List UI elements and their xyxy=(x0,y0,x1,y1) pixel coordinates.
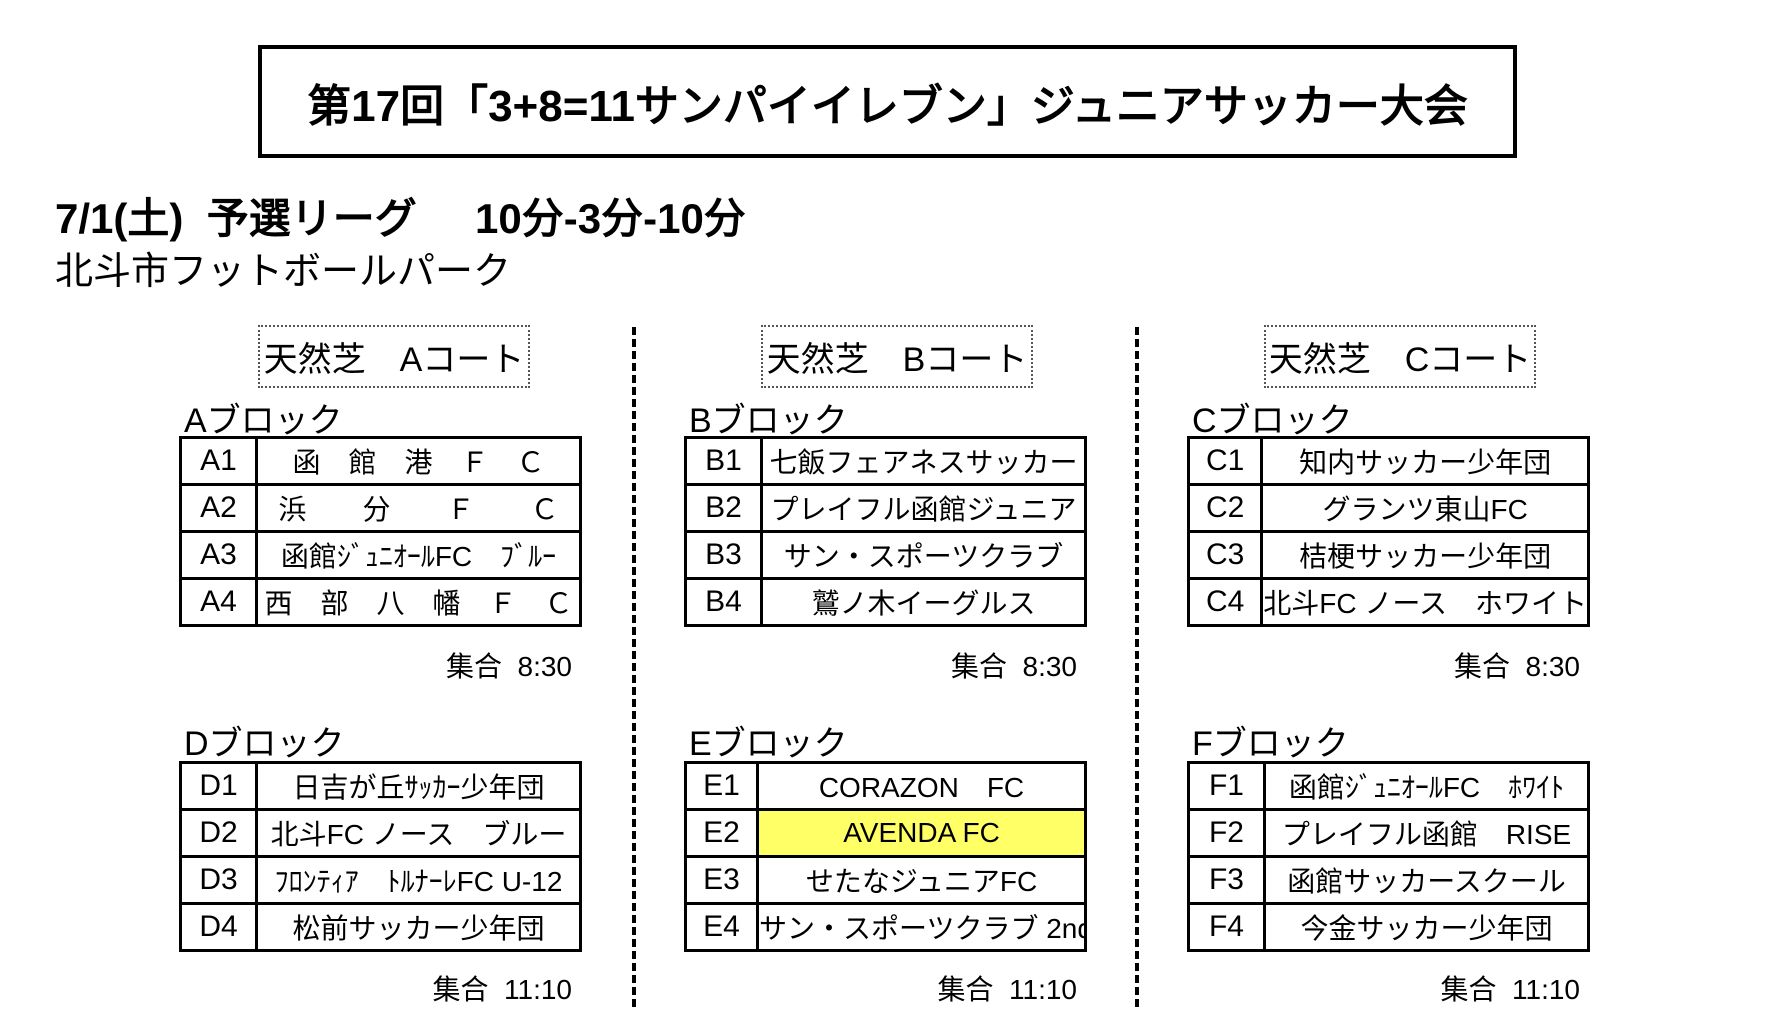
court-c-label: 天然芝 Cコート xyxy=(1264,325,1536,388)
team-id: E3 xyxy=(684,855,759,905)
team-id: E2 xyxy=(684,808,759,858)
court-a-label: 天然芝 Aコート xyxy=(258,325,530,388)
team-name: 知内サッカー少年団 xyxy=(1260,436,1590,486)
court-b-label: 天然芝 Bコート xyxy=(761,325,1033,388)
team-name: 北斗FC ノース ブルー xyxy=(255,808,582,858)
team-id: C1 xyxy=(1186,436,1264,486)
team-name: 北斗FC ノース ホワイト xyxy=(1260,577,1590,627)
team-id: A1 xyxy=(179,436,258,486)
schedule-subtitle: 7/1(土) 予選リーグ 10分-3分-10分 xyxy=(55,195,746,242)
team-id: D2 xyxy=(179,808,258,858)
team-name: 函館サッカースクール xyxy=(1263,855,1590,905)
team-name: せたなジュニアFC xyxy=(756,855,1087,905)
team-name: 浜 分 Ｆ Ｃ xyxy=(255,483,582,533)
team-name: 函 館 港 Ｆ Ｃ xyxy=(255,436,582,486)
team-name: グランツ東山FC xyxy=(1260,483,1590,533)
team-name: AVENDA FC xyxy=(756,808,1087,858)
team-name: 今金サッカー少年団 xyxy=(1263,902,1590,952)
team-id: E1 xyxy=(684,761,759,811)
team-name: サン・スポーツクラブ xyxy=(760,530,1087,580)
team-id: F3 xyxy=(1187,855,1266,905)
team-name: 松前サッカー少年団 xyxy=(255,902,582,952)
team-name: CORAZON FC xyxy=(756,761,1087,811)
team-name: ﾌﾛﾝﾃｨｱ ﾄﾙﾅｰﾚFC U-12 xyxy=(255,855,582,905)
team-name: 日吉が丘ｻｯｶｰ少年団 xyxy=(255,761,582,811)
team-id: C2 xyxy=(1186,483,1264,533)
block-label: Aブロック xyxy=(184,402,343,440)
team-name: 函館ｼﾞｭﾆｵｰﾙFC ﾎﾜｲﾄ xyxy=(1263,761,1590,811)
team-name: プレイフル函館ジュニア xyxy=(760,483,1087,533)
meeting-time: 集合 8:30 xyxy=(950,651,1077,682)
team-id: D1 xyxy=(179,761,258,811)
team-id: A2 xyxy=(179,483,258,533)
block-label: Fブロック xyxy=(1192,725,1349,763)
team-name: 西 部 八 幡 Ｆ Ｃ xyxy=(255,577,582,627)
team-id: B3 xyxy=(684,530,763,580)
team-id: C4 xyxy=(1186,577,1264,627)
team-id: B1 xyxy=(684,436,763,486)
meeting-time: 集合 11:10 xyxy=(937,974,1077,1005)
team-id: A4 xyxy=(179,577,258,627)
meeting-time: 集合 11:10 xyxy=(1440,974,1580,1005)
team-id: F2 xyxy=(1187,808,1266,858)
team-id: D4 xyxy=(179,902,258,952)
tournament-title: 第17回「3+8=11サンパイイレブン」ジュニアサッカー大会 xyxy=(258,45,1517,158)
team-id: A3 xyxy=(179,530,258,580)
column-divider xyxy=(632,327,636,1007)
team-name: 函館ｼﾞｭﾆｵｰﾙFC ﾌﾞﾙｰ xyxy=(255,530,582,580)
team-name: サン・スポーツクラブ 2nd xyxy=(756,902,1087,952)
team-id: F4 xyxy=(1187,902,1266,952)
column-divider xyxy=(1135,327,1139,1007)
block-label: Bブロック xyxy=(689,402,848,440)
meeting-time: 集合 8:30 xyxy=(1453,651,1580,682)
block-label: Dブロック xyxy=(184,725,345,763)
team-id: C3 xyxy=(1186,530,1264,580)
team-name: プレイフル函館 RISE xyxy=(1263,808,1590,858)
team-name: 桔梗サッカー少年団 xyxy=(1260,530,1590,580)
venue-name: 北斗市フットボールパーク xyxy=(55,251,512,293)
meeting-time: 集合 8:30 xyxy=(445,651,572,682)
block-label: Eブロック xyxy=(689,725,848,763)
team-id: D3 xyxy=(179,855,258,905)
team-name: 鷲ノ木イーグルス xyxy=(760,577,1087,627)
meeting-time: 集合 11:10 xyxy=(432,974,572,1005)
team-id: E4 xyxy=(684,902,759,952)
team-id: F1 xyxy=(1187,761,1266,811)
block-label: Cブロック xyxy=(1192,402,1353,440)
team-id: B2 xyxy=(684,483,763,533)
team-name: 七飯フェアネスサッカー xyxy=(760,436,1087,486)
team-id: B4 xyxy=(684,577,763,627)
